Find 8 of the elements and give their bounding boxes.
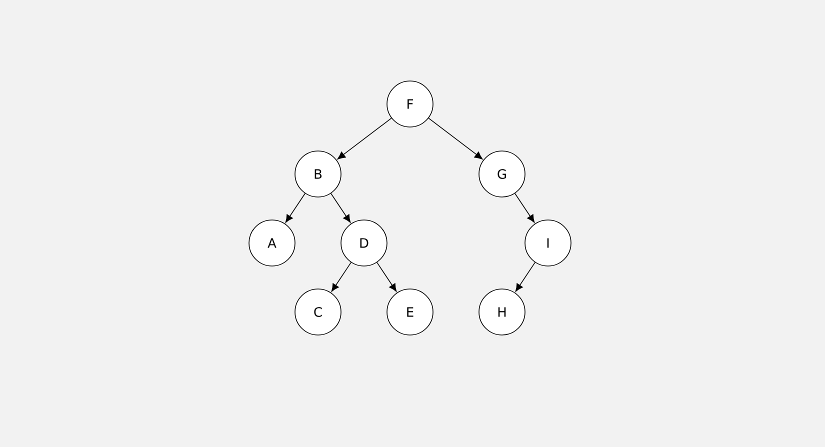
arrow <box>376 262 397 292</box>
arrow <box>514 193 535 223</box>
arrow <box>337 118 392 160</box>
arrow <box>515 262 536 292</box>
arrow <box>331 262 352 292</box>
arrow <box>428 118 483 160</box>
arrow <box>330 193 351 223</box>
arrow <box>285 193 306 223</box>
